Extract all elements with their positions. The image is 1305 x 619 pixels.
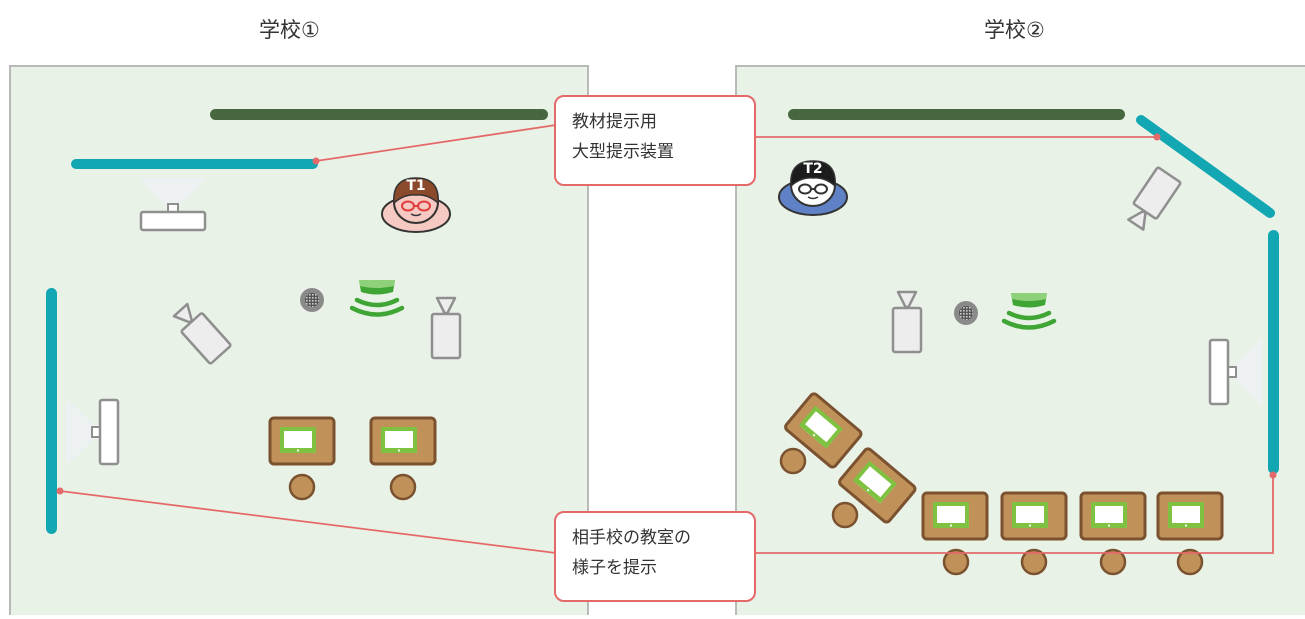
callout-line: 様子を提示 xyxy=(572,558,657,578)
callout-display-device: 教材提示用 大型提示装置 xyxy=(554,95,756,186)
chair-icon xyxy=(831,501,859,529)
desk-with-tablet xyxy=(369,416,437,466)
leader-lines xyxy=(56,124,1277,554)
speaker-icon xyxy=(300,288,324,312)
desk-with-tablet xyxy=(268,416,336,466)
chair-icon xyxy=(389,473,417,501)
school-1-title: 学校① xyxy=(259,18,320,42)
remote-screen-2 xyxy=(1268,230,1279,474)
display-screen-1 xyxy=(71,159,318,169)
blackboard-2 xyxy=(788,109,1125,120)
display-screen-2 xyxy=(1136,115,1275,218)
chair-icon xyxy=(288,473,316,501)
callout-remote-view: 相手校の教室の 様子を提示 xyxy=(554,511,756,602)
desk-with-tablet xyxy=(1079,491,1147,541)
remote-screen-1 xyxy=(46,288,57,534)
desk-with-tablet xyxy=(1000,491,1068,541)
callout-line: 相手校の教室の xyxy=(572,528,691,548)
callout-line: 教材提示用 xyxy=(572,112,657,132)
desk-with-tablet xyxy=(921,491,989,541)
desk-with-tablet xyxy=(1156,491,1224,541)
classroom-1 xyxy=(9,65,589,619)
speaker-icon xyxy=(954,301,978,325)
teacher-label-1: T1 xyxy=(406,178,425,194)
chair-icon xyxy=(779,447,807,475)
school-2-title: 学校② xyxy=(984,18,1045,42)
callout-line: 大型提示装置 xyxy=(572,142,674,162)
teacher-label-2: T2 xyxy=(803,161,822,177)
blackboard-1 xyxy=(210,109,548,120)
